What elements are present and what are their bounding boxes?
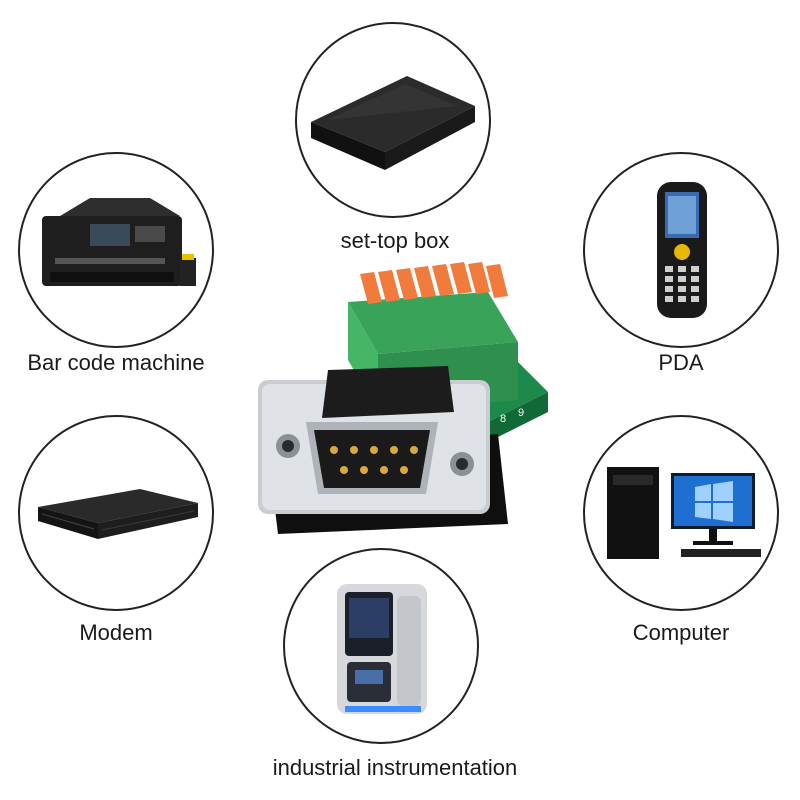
rack-modem-icon bbox=[38, 489, 198, 539]
settop-circle bbox=[295, 22, 491, 218]
pda-circle bbox=[583, 152, 779, 348]
desktop-computer-icon bbox=[607, 467, 761, 559]
industrial-label: industrial instrumentation bbox=[272, 755, 518, 780]
computer-circle bbox=[583, 415, 779, 611]
barcode-circle bbox=[18, 152, 214, 348]
industrial-circle bbox=[283, 548, 479, 744]
pda-label: PDA bbox=[658, 350, 704, 375]
pin-label-9: 9 bbox=[518, 407, 524, 419]
modem-label: Modem bbox=[79, 620, 153, 645]
pin-label-8: 8 bbox=[500, 413, 506, 425]
barcode-label: Bar code machine bbox=[27, 350, 205, 375]
db9-terminal-adapter-icon: 5 6 8 9 bbox=[258, 262, 548, 534]
computer-label: Computer bbox=[632, 620, 730, 645]
set-top-box-icon bbox=[311, 76, 475, 170]
printer-icon bbox=[42, 198, 196, 286]
modem-circle bbox=[18, 415, 214, 611]
db9-adapter: 5 6 8 9 bbox=[248, 262, 548, 542]
settop-label: set-top box bbox=[340, 228, 450, 253]
industrial-terminal-icon bbox=[337, 584, 427, 714]
handheld-scanner-icon bbox=[657, 182, 707, 318]
